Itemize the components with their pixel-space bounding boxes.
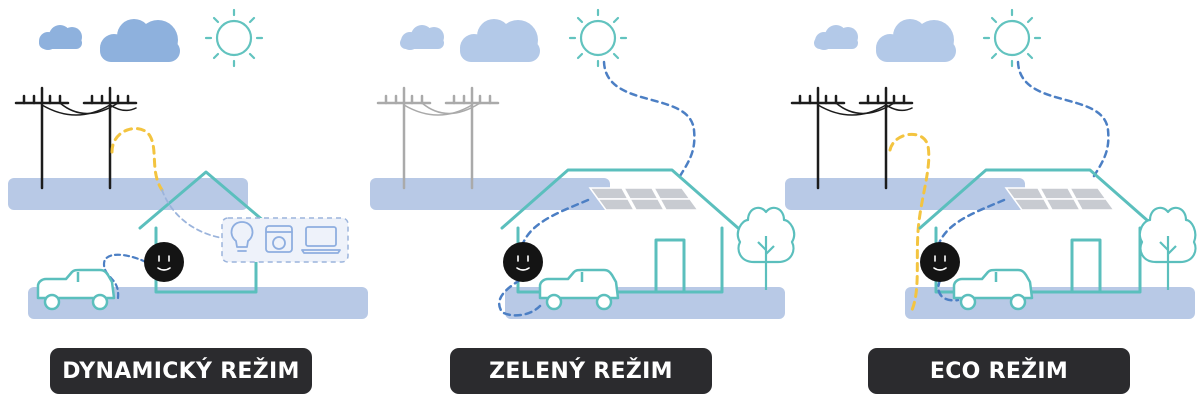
tree bbox=[1138, 206, 1197, 290]
ground-band-upper bbox=[785, 178, 1025, 210]
sun-icon bbox=[568, 8, 628, 68]
label-dynamic-mode: DYNAMICKÝ REŽIM bbox=[50, 348, 312, 394]
smiley-device-icon bbox=[920, 242, 960, 282]
appliance-panel bbox=[221, 217, 349, 263]
panel-green-mode bbox=[370, 8, 796, 319]
car-charging-flow bbox=[102, 253, 148, 300]
home-energy-flow bbox=[936, 198, 1006, 248]
electric-car bbox=[36, 268, 116, 311]
washing-machine-icon bbox=[265, 225, 293, 253]
cloud-small bbox=[814, 25, 858, 50]
power-line-poles-inactive bbox=[376, 86, 500, 190]
cloud-large bbox=[876, 19, 956, 62]
lightbulb-icon bbox=[230, 221, 254, 252]
car-charging-flow bbox=[937, 278, 960, 302]
label-green-mode: ZELENÝ REŽIM bbox=[450, 348, 712, 394]
smiley-device-icon bbox=[144, 242, 184, 282]
cloud-large bbox=[460, 19, 540, 62]
label-eco-mode: ECO REŽIM bbox=[868, 348, 1130, 394]
power-line-poles bbox=[14, 86, 138, 190]
cloud-small bbox=[39, 25, 82, 50]
solar-energy-flow bbox=[1016, 60, 1110, 178]
sun-icon bbox=[204, 8, 264, 68]
panel-dynamic-mode bbox=[8, 8, 368, 319]
grid-energy-flow bbox=[110, 127, 164, 192]
car-charging-flow bbox=[497, 278, 542, 317]
cloud-large bbox=[100, 19, 180, 62]
home-energy-flow bbox=[520, 198, 590, 248]
cloud-small bbox=[400, 25, 444, 50]
solar-panels bbox=[588, 187, 700, 211]
tree bbox=[736, 206, 796, 290]
solar-energy-flow bbox=[602, 60, 696, 178]
sun-icon bbox=[982, 8, 1042, 68]
solar-panels bbox=[1004, 187, 1116, 211]
laptop-icon bbox=[301, 226, 341, 254]
ground-band-upper bbox=[8, 178, 248, 210]
smiley-device-icon bbox=[503, 242, 543, 282]
grid-energy-flow bbox=[888, 132, 931, 312]
panel-eco-mode bbox=[785, 8, 1197, 319]
home-energy-flow bbox=[161, 189, 223, 239]
electric-car bbox=[538, 268, 620, 311]
power-line-poles bbox=[790, 86, 914, 190]
electric-car bbox=[952, 268, 1034, 311]
